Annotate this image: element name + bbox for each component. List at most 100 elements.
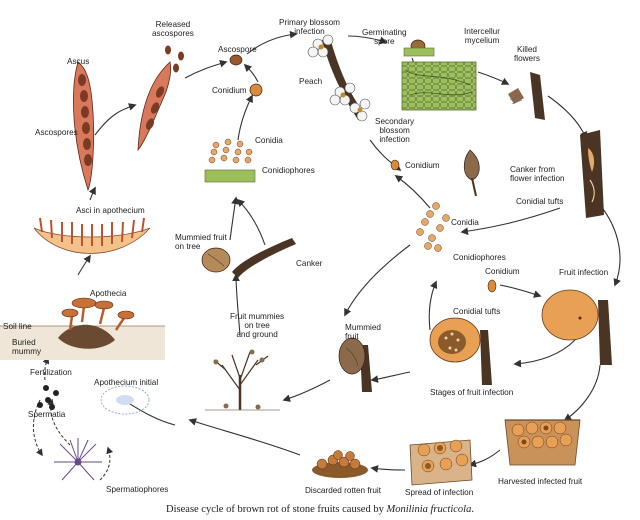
fruit-infection-drawing bbox=[541, 289, 612, 365]
arrow-right-to-fruitinfection bbox=[599, 204, 621, 287]
arrow-discarded-to-mummies bbox=[188, 418, 301, 456]
label-fruit-infection: Fruit infection bbox=[559, 268, 609, 277]
arrow-mummied-to-mummies bbox=[282, 379, 331, 402]
label-spermatiophores: Spermatiophores bbox=[106, 485, 169, 494]
label-killed-flowers: Killed flowers bbox=[514, 45, 540, 63]
killed-flowers-drawing bbox=[508, 72, 545, 120]
label-canker-flower-infection: Canker from flower infection bbox=[510, 165, 565, 183]
label-harvested-infected-fruit: Harvested infected fruit bbox=[498, 477, 583, 486]
ascus-drawing bbox=[73, 61, 95, 192]
spread-infection-drawing bbox=[409, 439, 473, 486]
arrow-ascospore-to-blossom bbox=[246, 30, 298, 55]
blossom-branch bbox=[307, 34, 371, 122]
caption-species: Monilinia fructicola bbox=[386, 504, 472, 515]
label-fruit-mummies: Fruit mummies on tree and ground bbox=[230, 312, 285, 339]
canker-flower-drawing bbox=[580, 130, 604, 218]
arrow-apothecia-to-asci bbox=[77, 254, 91, 276]
arrow-released-to-ascospore bbox=[184, 59, 228, 79]
arrow-ascus-to-released bbox=[94, 103, 137, 136]
arrow-conidia-to-mummied bbox=[344, 244, 411, 317]
label-buried-mummy: Buried mummy bbox=[12, 338, 42, 356]
mummied-fruit-drawing bbox=[338, 337, 372, 392]
discarded-fruit-drawing bbox=[312, 450, 368, 478]
label-apothecia: Apothecia bbox=[90, 289, 127, 298]
label-primary-blossom-infection: Primary blossom infection bbox=[279, 18, 340, 36]
label-discarded-rotten-fruit: Discarded rotten fruit bbox=[305, 486, 381, 495]
label-intercellular-mycelium: Intercellur mycelium bbox=[464, 27, 500, 45]
arrow-spermatiophores-to-spermatia bbox=[47, 398, 71, 446]
arrow-spermatia-to-fertilization bbox=[99, 446, 114, 481]
label-ascus: Ascus bbox=[67, 57, 90, 66]
ascospore-drawing bbox=[229, 54, 243, 66]
cycle-arrows bbox=[59, 30, 621, 473]
label-mummied-fruit-on-tree: Mummied fruit on tree bbox=[175, 233, 227, 251]
apothecia-drawing bbox=[0, 297, 165, 360]
arrow-conidium-to-fruit bbox=[499, 284, 542, 298]
germinating-spore-drawing bbox=[403, 39, 435, 57]
harvested-fruit-drawing bbox=[504, 419, 581, 466]
label-conidiophores-left: Conidiophores bbox=[262, 166, 315, 175]
caption-end: . bbox=[471, 504, 474, 515]
label-soil-line: Soil line bbox=[3, 322, 32, 331]
spermatia-drawing bbox=[37, 385, 59, 410]
label-spread-of-infection: Spread of infection bbox=[405, 488, 474, 497]
arrow-blossom-to-germinating bbox=[347, 35, 388, 45]
arrow-asci-to-ascus bbox=[88, 186, 96, 201]
label-mummied-fruit: Mummied fruit bbox=[345, 323, 381, 341]
arrow-fruit-to-stages bbox=[513, 339, 576, 368]
label-stages-of-fruit-infection: Stages of fruit infection bbox=[430, 388, 514, 397]
caption-text: Disease cycle of brown rot of stone frui… bbox=[166, 504, 387, 515]
mummies-tree-drawing bbox=[205, 349, 280, 411]
label-spermatia: Spermatia bbox=[28, 410, 66, 419]
arrow-killed-to-canker bbox=[547, 95, 588, 140]
label-conidia-right: Conidia bbox=[451, 218, 479, 227]
label-secondary-blossom-infection: Secondary blossom infection bbox=[375, 117, 415, 144]
label-ascospore: Ascospore bbox=[218, 45, 257, 54]
label-fertilization: Fertilization bbox=[30, 368, 72, 377]
arrow-stages-to-tufts bbox=[428, 280, 438, 331]
label-released-ascospores: Released ascospores bbox=[152, 20, 194, 38]
conidium-mid-drawing bbox=[390, 159, 400, 171]
apothecium-initial-drawing bbox=[100, 385, 150, 415]
arrow-harvest-to-spread bbox=[468, 449, 501, 468]
stages-fruit-infection-drawing bbox=[429, 317, 492, 385]
label-conidium-lower: Conidium bbox=[485, 267, 520, 276]
arrow-conidium-to-ascospore bbox=[243, 63, 259, 83]
label-conidium-mid: Conidium bbox=[405, 161, 440, 170]
label-canker: Canker bbox=[296, 259, 323, 268]
arrow-tufts-to-mummied bbox=[370, 371, 411, 383]
label-conidium-top: Conidium bbox=[212, 86, 247, 95]
arrow-mummies-to-mummy-tree bbox=[232, 273, 241, 336]
label-asci-in-apothecium: Asci in apothecium bbox=[76, 206, 145, 215]
released-ascospores-drawing bbox=[137, 45, 184, 152]
arrow-mycelium-to-killed bbox=[477, 71, 510, 85]
asci-in-apothecium-drawing bbox=[33, 217, 151, 254]
arrow-conidiophores-to-conidium bbox=[237, 94, 253, 141]
label-germinating-spore: Germinating spore bbox=[362, 28, 407, 46]
label-conidial-tufts-lower: Conidial tufts bbox=[453, 307, 501, 316]
arrow-down-left bbox=[33, 399, 43, 457]
arrow-canker-to-conidia bbox=[460, 207, 561, 235]
label-peach: Peach bbox=[299, 77, 323, 86]
arrow-canker-to-conidiophores bbox=[236, 198, 266, 246]
conidium-top-drawing bbox=[249, 83, 263, 97]
mycelium-drawing bbox=[401, 61, 477, 111]
label-conidia-left: Conidia bbox=[255, 136, 283, 145]
spermatiophores-drawing bbox=[54, 438, 102, 481]
label-ascospores: Ascospores bbox=[35, 128, 78, 137]
infected-bud-drawing bbox=[463, 149, 480, 197]
arrow-spread-to-discarded bbox=[370, 465, 406, 473]
mummied-fruit-tree-drawing bbox=[201, 238, 296, 278]
conidia-right-cluster bbox=[416, 202, 450, 252]
figure-caption: Disease cycle of brown rot of stone frui… bbox=[0, 504, 640, 515]
arrow-tree-to-conidiophores bbox=[229, 196, 239, 241]
label-apothecium-initial: Apothecium initial bbox=[94, 378, 159, 387]
arrow-conidia-to-secondary bbox=[394, 175, 431, 209]
conidium-lower-drawing bbox=[487, 279, 497, 293]
conidia-left-cluster bbox=[204, 138, 256, 183]
label-conidiophores-right: Conidiophores bbox=[453, 253, 506, 262]
label-conidial-tufts-right: Conidial tufts bbox=[516, 197, 564, 206]
arrow-fruit-to-harvest bbox=[563, 364, 601, 421]
